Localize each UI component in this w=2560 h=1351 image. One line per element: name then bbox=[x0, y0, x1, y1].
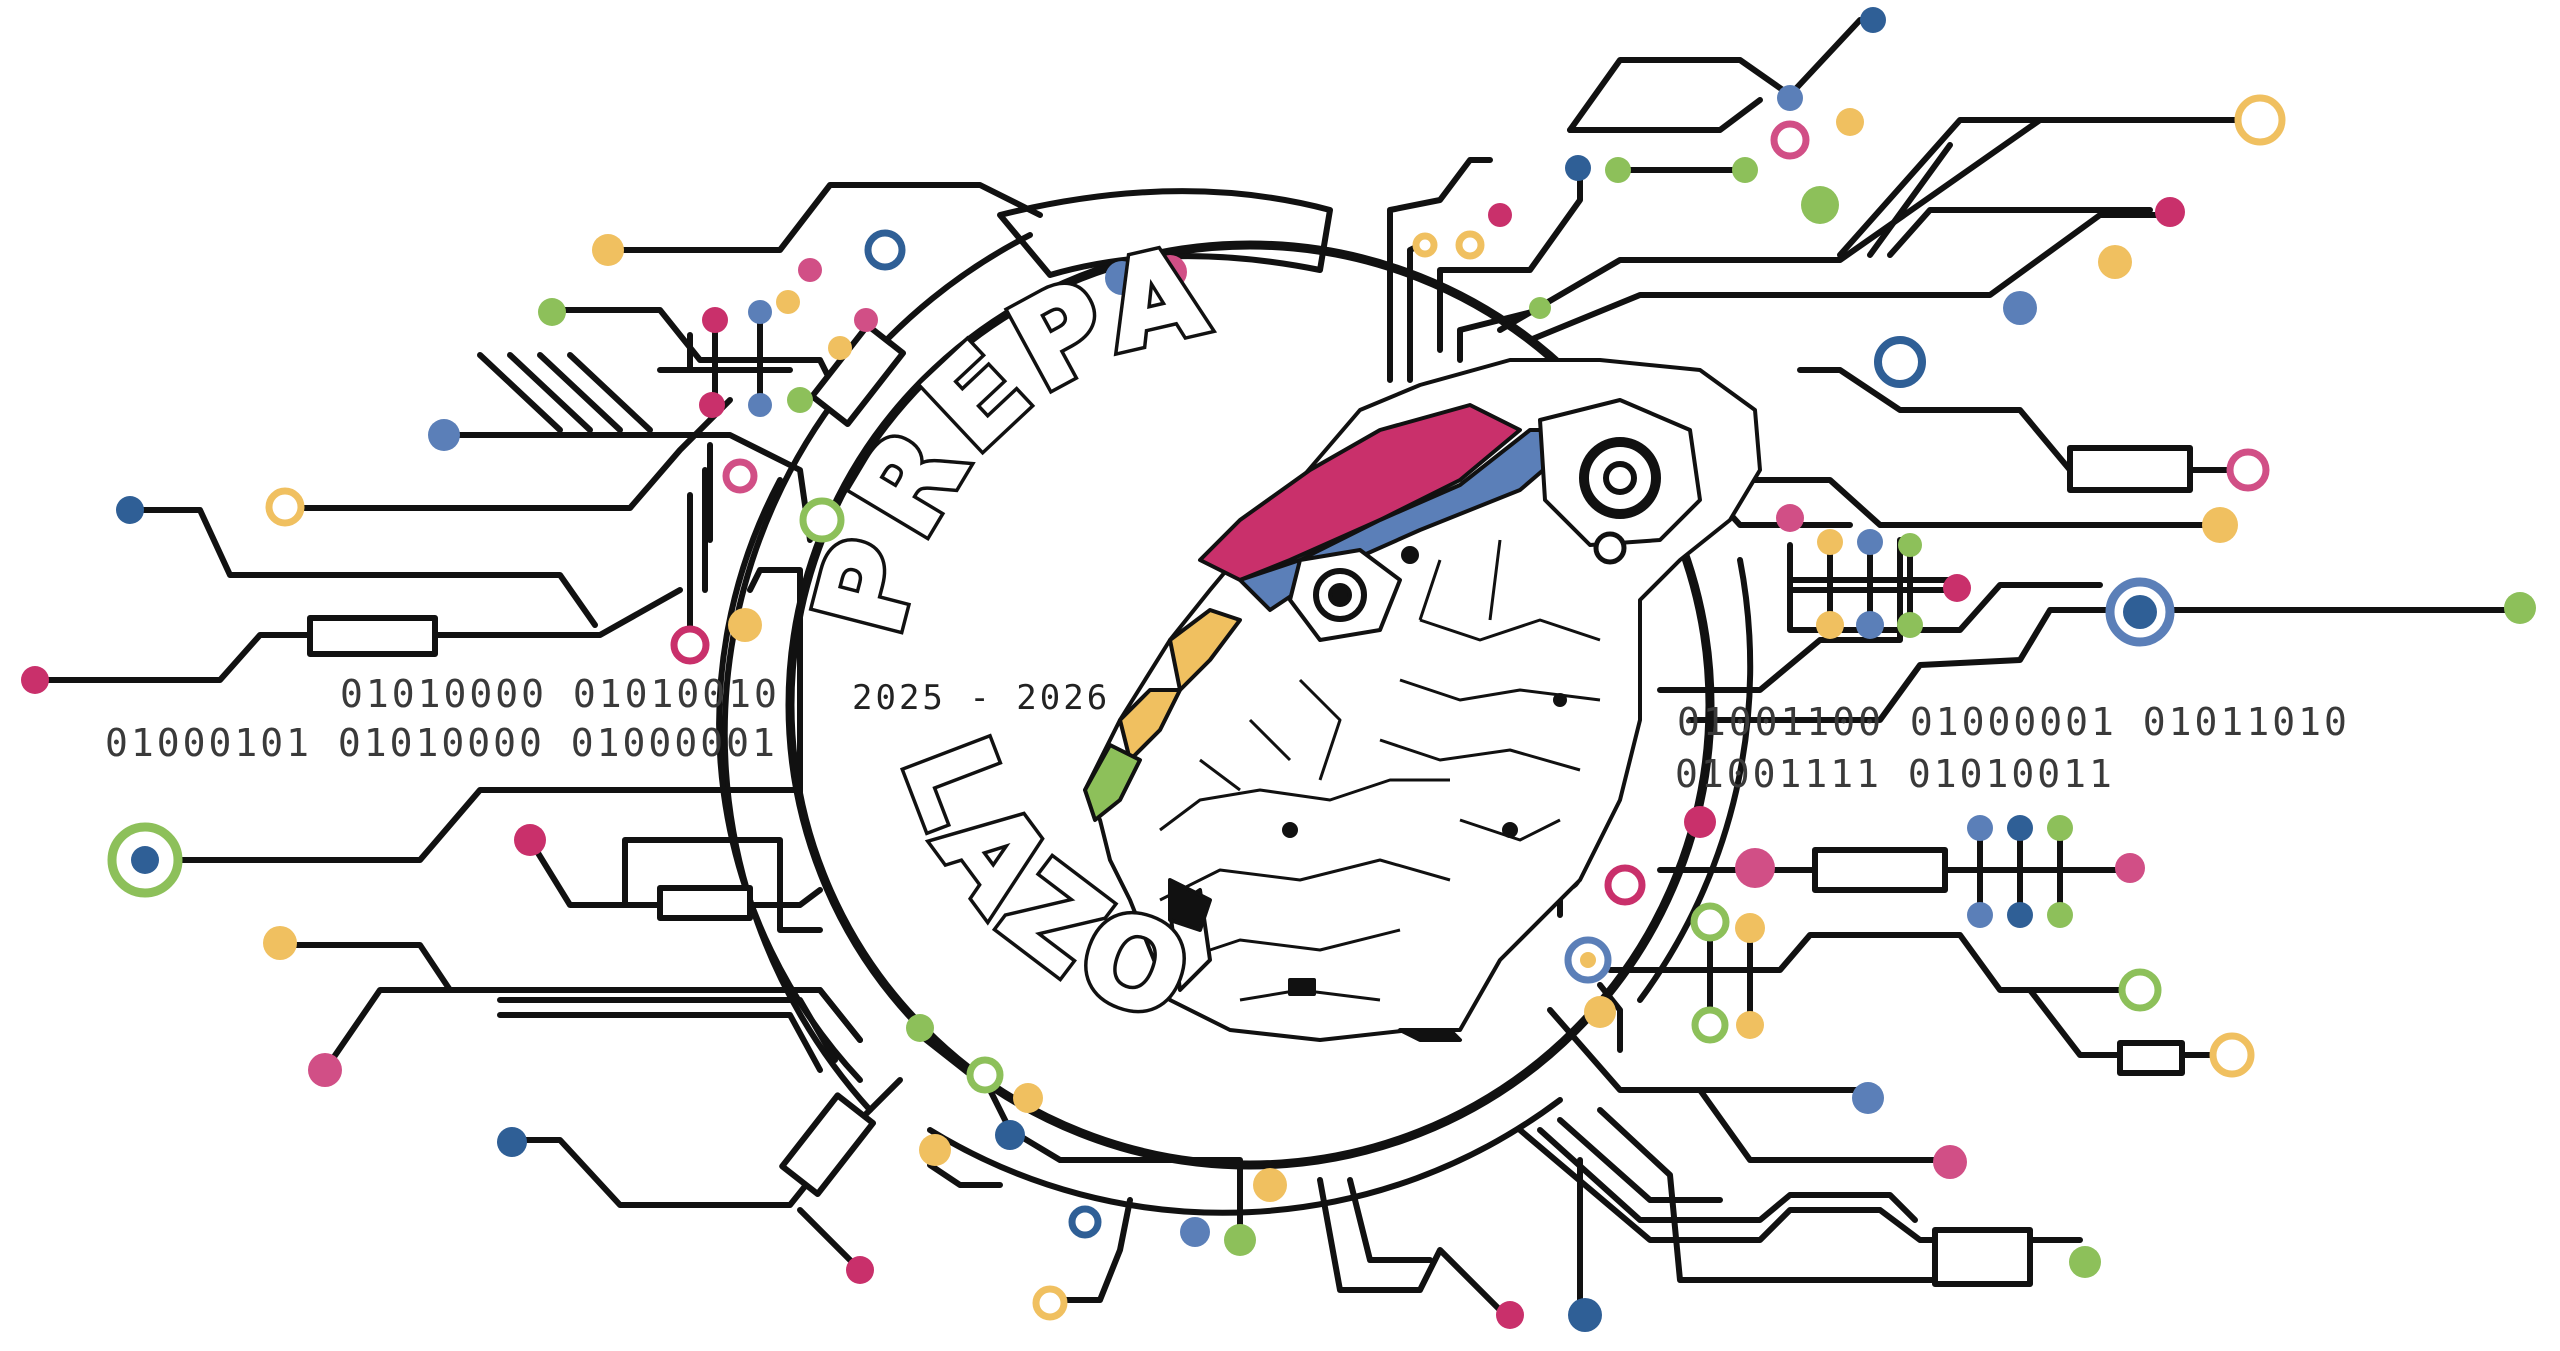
trace-right-29 bbox=[1557, 1117, 1723, 1203]
trace-left-13 bbox=[527, 837, 823, 908]
trace-left-4 bbox=[442, 432, 813, 543]
logo-top-word-inline: PREPA bbox=[790, 220, 1226, 647]
trace-left-1 bbox=[617, 182, 1043, 253]
trace-right-1 bbox=[1387, 157, 1493, 383]
trace-right-21 bbox=[1977, 827, 2063, 913]
terminal-dots bbox=[21, 7, 2536, 1332]
trace-left-23 bbox=[1007, 1127, 1243, 1233]
outer-ring-arc-right bbox=[1637, 557, 1754, 1003]
trace-left-12 bbox=[142, 787, 803, 863]
resistor-right-3 bbox=[2117, 1040, 2185, 1076]
trace-left-22 bbox=[1047, 1197, 1133, 1303]
trace-right-10 bbox=[1837, 117, 2253, 258]
outer-ring-arc-bottom bbox=[927, 1097, 1563, 1216]
trace-left-24 bbox=[1317, 1177, 1503, 1313]
trace-right-18 bbox=[1687, 607, 2143, 723]
terminal-core-right bbox=[2123, 595, 2157, 629]
trace-left-25 bbox=[1347, 1177, 1433, 1263]
trace-left-16 bbox=[322, 987, 863, 1073]
logo-years: 2025 - 2026 bbox=[852, 678, 1111, 718]
trace-right-4 bbox=[1457, 307, 1543, 363]
trace-right-6 bbox=[1527, 212, 2173, 343]
ladder-right-1 bbox=[1787, 542, 1953, 628]
resistor-right-4 bbox=[1932, 1227, 2033, 1287]
ladder-left-1 bbox=[657, 317, 793, 408]
trace-right-14 bbox=[1717, 477, 2213, 528]
trace-right-17 bbox=[1657, 537, 1903, 693]
terminal-core-left bbox=[131, 846, 159, 874]
trace-left-14 bbox=[622, 837, 823, 933]
trace-left-3 bbox=[477, 352, 653, 433]
trace-left-11 bbox=[747, 567, 803, 803]
trace-left-5 bbox=[287, 397, 733, 511]
resistor-left-1 bbox=[307, 615, 438, 657]
trace-left-20 bbox=[927, 1162, 1003, 1188]
trace-right-15 bbox=[1787, 542, 2103, 633]
trace-right-12 bbox=[1797, 367, 2243, 473]
resistor-left-4 bbox=[779, 1092, 877, 1198]
binary-left-line-2: 01000101 01010000 01000001 bbox=[105, 721, 778, 765]
trace-left-6 bbox=[127, 507, 598, 628]
resistor-right-2 bbox=[1812, 847, 1948, 893]
inner-ring bbox=[785, 240, 1715, 1170]
logo-bottom-word-inline: LAZOS bbox=[0, 0, 1215, 1051]
trace-left-7 bbox=[32, 587, 683, 683]
binary-right-line-1: 01001100 01000001 01011010 bbox=[1677, 700, 2350, 744]
trace-right-8 bbox=[1567, 97, 1763, 133]
trace-right-28 bbox=[1537, 1127, 1918, 1223]
resistor-left-3 bbox=[809, 322, 907, 428]
trace-left-19 bbox=[797, 1207, 863, 1273]
trace-left-17 bbox=[497, 997, 838, 1073]
arc-top-band bbox=[997, 188, 1333, 278]
trace-right-26 bbox=[1697, 1087, 1943, 1163]
binary-right-line-2: 01001111 01010011 bbox=[1675, 752, 2115, 796]
trace-right-3 bbox=[1437, 172, 1583, 353]
robotic-eagle-head-icon bbox=[1083, 358, 1762, 1042]
trace-right-31 bbox=[1597, 1107, 1963, 1283]
trace-right-11 bbox=[1867, 142, 2153, 258]
resistor-right-1 bbox=[2067, 445, 2193, 493]
trace-right-25 bbox=[1547, 1007, 1863, 1093]
binary-left-line-1: 01010000 01010010 bbox=[340, 672, 780, 716]
terminal-core-mid bbox=[1580, 952, 1596, 968]
trace-right-7 bbox=[1567, 17, 1863, 133]
resistor-left-2 bbox=[657, 885, 753, 921]
